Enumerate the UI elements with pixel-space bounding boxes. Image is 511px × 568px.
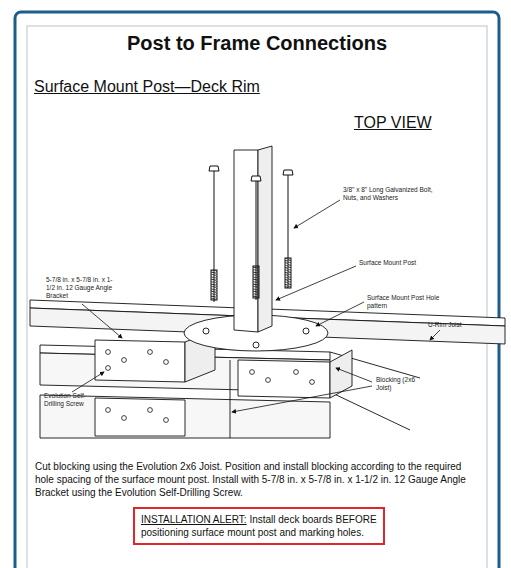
part-label: Blocking (2x6 Joist) xyxy=(376,376,428,392)
section-heading: Surface Mount Post—Deck Rim xyxy=(34,78,260,96)
alert-box: INSTALLATION ALERT: Install deck boards … xyxy=(133,507,385,545)
part-label: Surface Mount Post xyxy=(359,259,449,267)
page-title: Post to Frame Connections xyxy=(27,32,487,55)
leader-lines xyxy=(72,200,440,412)
part-label: Evolution Self-Drilling Screw xyxy=(44,392,88,408)
bracket-holes xyxy=(106,350,315,423)
part-label: U-Rim Joist xyxy=(428,321,488,329)
instruction-text: Cut blocking using the Evolution 2x6 Joi… xyxy=(35,460,483,499)
bolts xyxy=(209,166,293,302)
page-frame xyxy=(15,12,499,568)
part-label: Surface Mount Post Hole pattern xyxy=(367,294,441,310)
inner-frame xyxy=(27,26,487,568)
view-heading: TOP VIEW xyxy=(354,114,432,132)
part-label: 3/8" x 8" Long Galvanized Bolt, Nuts, an… xyxy=(343,186,435,202)
alert-heading: INSTALLATION ALERT: xyxy=(141,514,247,525)
post-and-plate xyxy=(184,146,328,351)
part-label: 5-7/8 in. x 5-7/8 in. x 1-1/2 in. 12 Gau… xyxy=(46,276,118,300)
